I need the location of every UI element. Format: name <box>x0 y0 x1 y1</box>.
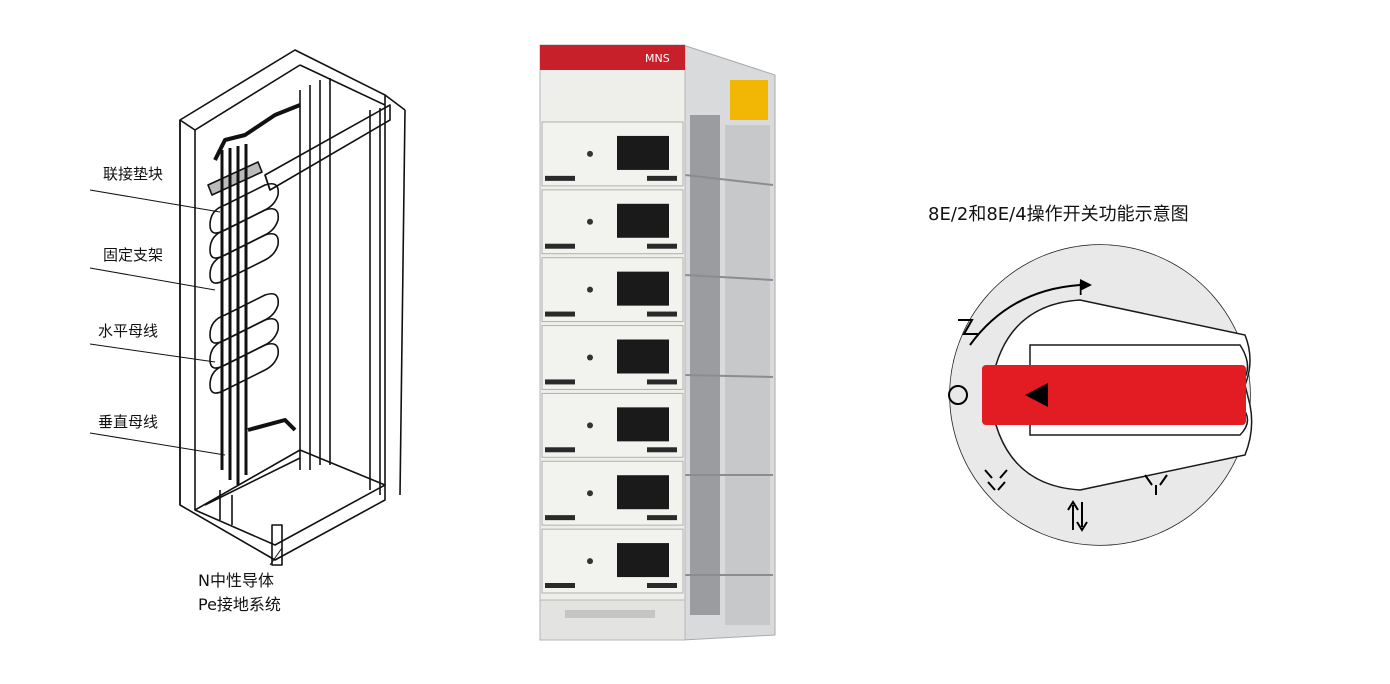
cabinet-drawer <box>541 121 684 187</box>
cabinet-picture: MNS <box>539 44 776 641</box>
label-vertical-busbar: 垂直母线 <box>98 413 159 431</box>
test-position-left-icon <box>984 469 1008 491</box>
test-position-right-icon <box>1144 474 1168 495</box>
mns-cabinet-illustration: MNS <box>525 35 785 645</box>
cabinet-drawer <box>541 257 684 323</box>
label-connector-block: 联接垫块 <box>103 165 164 183</box>
label-horizontal-busbar: 水平母线 <box>98 322 159 340</box>
withdraw-arrows-icon <box>1067 500 1088 532</box>
cabinet-line-drawing <box>89 49 406 566</box>
label-fixed-bracket: 固定支架 <box>103 246 164 264</box>
position-on-marker: I <box>1078 279 1083 300</box>
brand-label: MNS <box>645 52 670 65</box>
switch-handle <box>982 365 1246 425</box>
switch-dial: I <box>940 235 1260 555</box>
label-pe-system: Pe接地系统 <box>198 595 281 614</box>
busbar-structure-diagram: 联接垫块 固定支架 水平母线 垂直母线 N中性导体 Pe接地系统 <box>0 0 440 684</box>
switch-diagram-title: 8E/2和8E/4操作开关功能示意图 <box>928 204 1189 225</box>
switch-function-diagram: 8E/2和8E/4操作开关功能示意图 I <box>920 180 1360 560</box>
position-off-marker <box>948 385 968 405</box>
cabinet-drawer <box>541 325 684 390</box>
brand-strip <box>540 45 685 70</box>
cabinet-drawer <box>541 189 684 255</box>
handle-arrow <box>1025 383 1048 407</box>
trip-symbol <box>958 319 978 335</box>
cabinet-drawer <box>541 460 684 526</box>
label-n-conductor: N中性导体 <box>198 571 274 590</box>
cabinet-drawer <box>541 528 684 594</box>
cabinet-drawer <box>541 392 684 458</box>
drawer-stack <box>541 121 684 594</box>
